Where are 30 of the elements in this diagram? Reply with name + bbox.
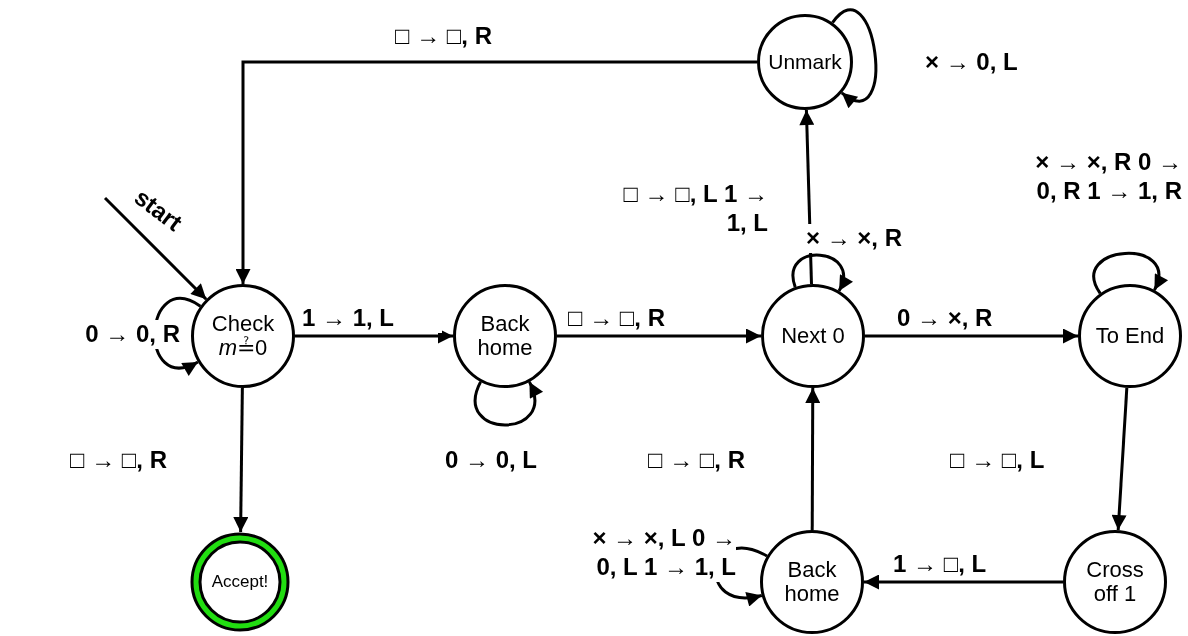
transition-arrow	[865, 328, 1078, 344]
transition-arrow	[864, 574, 1063, 590]
state-circle	[757, 14, 853, 110]
state-circle	[760, 530, 864, 634]
state-circle	[1078, 284, 1182, 388]
state-label: Check m≟0	[210, 311, 276, 361]
edge-label: start	[128, 183, 188, 238]
state-label: Back home	[476, 311, 534, 361]
state-circle	[453, 284, 557, 388]
transition-arrow	[295, 328, 453, 344]
state-label: To End	[1094, 323, 1166, 349]
state-label: Cross off 1	[1085, 557, 1145, 607]
transition-arrow	[805, 388, 821, 530]
state-circle	[1063, 530, 1167, 634]
transition-arrow	[235, 60, 757, 284]
state-label: Next 0	[780, 323, 846, 349]
state-circle	[761, 284, 865, 388]
state-label: Unmark	[767, 50, 843, 74]
state-label: Accept!	[210, 572, 270, 592]
transition-arrow	[233, 387, 249, 533]
transition-arrow	[1111, 387, 1129, 531]
accept-state-circle	[190, 532, 290, 632]
self-loop-arrow	[831, 8, 878, 107]
transition-arrow	[557, 328, 761, 344]
transition-arrow	[103, 196, 208, 301]
state-label: Back home	[783, 557, 841, 607]
self-loop-arrow	[1092, 252, 1167, 295]
self-loop-arrow	[791, 253, 852, 292]
self-loop-arrow	[474, 381, 542, 427]
state-circle	[191, 284, 295, 388]
